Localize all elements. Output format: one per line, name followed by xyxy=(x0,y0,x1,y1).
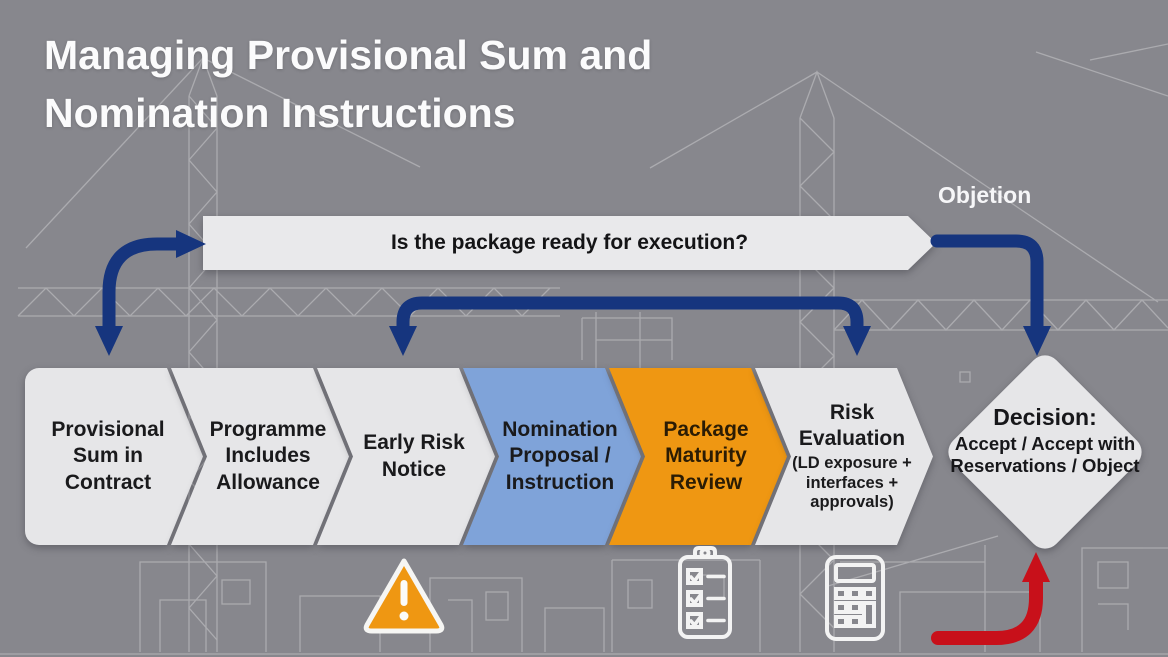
slide-title: Managing Provisional Sum and Nomination … xyxy=(44,32,653,137)
step-label: Package Maturity Review xyxy=(663,418,749,494)
decision-text: Decision: Accept / Accept with Reservati… xyxy=(935,404,1155,477)
banner-question: Is the package ready for execution? xyxy=(390,231,749,254)
step-label: Risk Evaluation xyxy=(798,401,906,451)
decision-options: Accept / Accept with Reservations / Obje… xyxy=(950,433,1140,477)
step-label: Nomination Proposal / Instruction xyxy=(502,418,618,494)
decision-heading: Decision: xyxy=(993,404,1097,430)
step-label: Early Risk Notice xyxy=(363,431,465,481)
step-provisional-sum-in-contract: Provisional Sum in Contract xyxy=(25,368,203,545)
objection-label: Objetion xyxy=(938,182,1032,208)
ready-banner: Is the package ready for execution? xyxy=(203,216,936,270)
step-sublabel: (LD exposure + interfaces + approvals) xyxy=(792,454,912,512)
step-nomination-proposal-instruction: Nomination Proposal / Instruction xyxy=(463,368,641,545)
checklist-clipboard-icon xyxy=(678,546,732,639)
step-early-risk-notice: Early Risk Notice xyxy=(317,368,495,545)
step-label: Provisional Sum in Contract xyxy=(51,418,165,494)
ready-banner-ribbon: Is the package ready for execution? xyxy=(203,216,936,270)
calculator-icon xyxy=(825,555,885,641)
step-package-maturity-review: Package Maturity Review xyxy=(609,368,787,545)
step-programme-includes-allowance: Programme Includes Allowance xyxy=(171,368,349,545)
warning-triangle-icon xyxy=(363,558,445,634)
step-risk-evaluation: Risk Evaluation (LD exposure + interface… xyxy=(755,368,933,545)
step-label: Programme Includes Allowance xyxy=(209,418,327,494)
